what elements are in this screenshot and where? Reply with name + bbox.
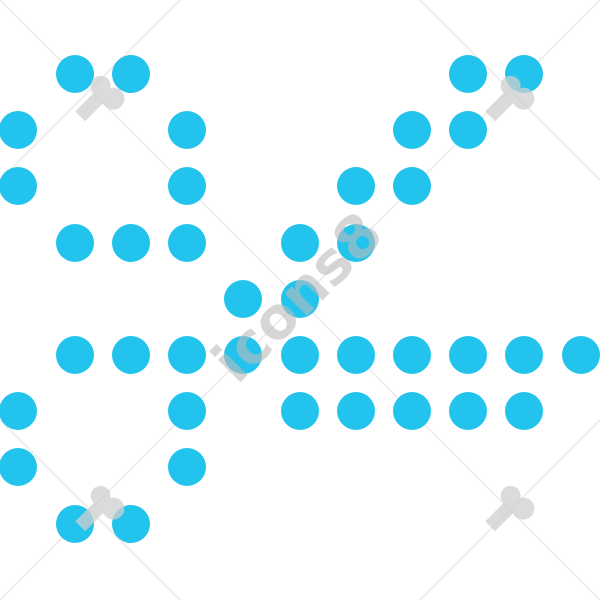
- scissors-dot: [112, 224, 150, 262]
- scissors-dot: [168, 392, 206, 430]
- scissors-dot: [393, 167, 431, 205]
- scissors-dot: [0, 448, 37, 486]
- scissors-dot: [281, 336, 319, 374]
- scissors-dot: [112, 55, 150, 93]
- watermark-logo-mark: [485, 485, 535, 532]
- scissors-dot: [56, 55, 94, 93]
- scissors-dot: [337, 392, 375, 430]
- scissors-dot: [281, 280, 319, 318]
- scissors-dot: [505, 392, 543, 430]
- scissors-dot: [393, 392, 431, 430]
- scissors-dot: [224, 336, 262, 374]
- scissors-dot: [168, 224, 206, 262]
- scissors-dot: [168, 167, 206, 205]
- scissors-dot: [449, 336, 487, 374]
- scissors-dot: [337, 224, 375, 262]
- scissors-dot: [449, 111, 487, 149]
- scissors-dot: [562, 336, 600, 374]
- scissors-dot: [393, 336, 431, 374]
- scissors-dot: [56, 224, 94, 262]
- scissors-dot: [449, 392, 487, 430]
- scissors-dot-grid: [0, 55, 600, 543]
- scissors-dot: [224, 280, 262, 318]
- scissors-dot: [505, 336, 543, 374]
- watermark-logo-mark: [75, 485, 125, 532]
- scissors-dot: [0, 167, 37, 205]
- scissors-dot: [56, 336, 94, 374]
- scissors-dot: [0, 392, 37, 430]
- scissors-dot: [393, 111, 431, 149]
- scissors-dot: [168, 336, 206, 374]
- watermark-line: [0, 0, 181, 181]
- scissors-dot: [337, 336, 375, 374]
- watermark-logo-mark: [485, 75, 535, 122]
- scissors-dot: [337, 167, 375, 205]
- scissors-dot: [168, 448, 206, 486]
- scissors-dot: [168, 111, 206, 149]
- scissors-dot: [112, 336, 150, 374]
- scissors-dot: [0, 111, 37, 149]
- watermark-logos: [75, 75, 535, 532]
- scissors-dot: [281, 224, 319, 262]
- scissors-dot: [449, 55, 487, 93]
- scissors-dot: [281, 392, 319, 430]
- watermark-logo-mark: [75, 75, 125, 122]
